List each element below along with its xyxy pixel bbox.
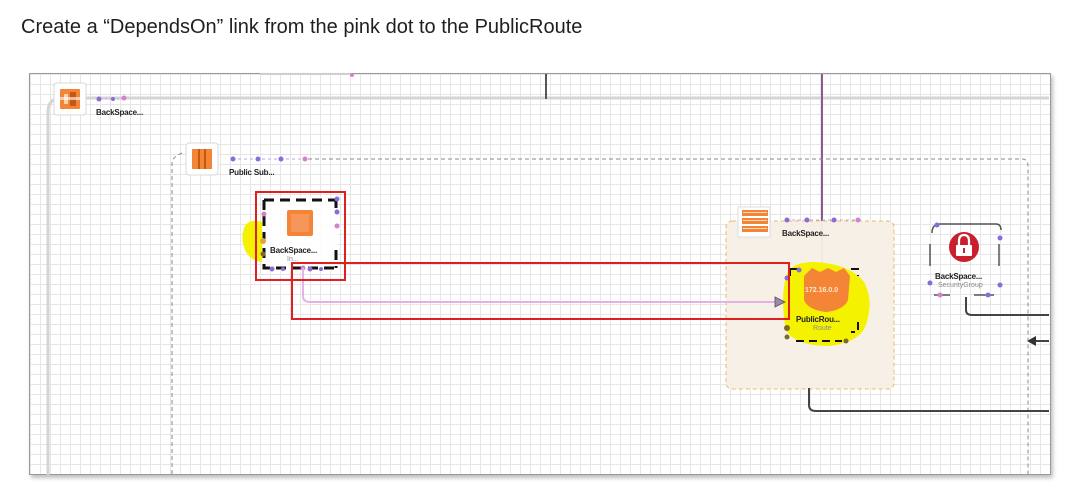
security-group-label: BackSpace... bbox=[935, 272, 982, 281]
subnet-label: Public Sub... bbox=[229, 168, 275, 177]
public-route-sublabel: Route bbox=[813, 325, 832, 332]
security-group-sublabel: SecurityGroup bbox=[938, 282, 983, 289]
diagram-canvas[interactable] bbox=[29, 73, 1051, 475]
instance-sublabel: In... bbox=[287, 256, 299, 263]
route-cidr: 172.16.0.0 bbox=[805, 287, 839, 294]
vpc-label: BackSpace... bbox=[96, 108, 143, 117]
instruction-text: Create a “DependsOn” link from the pink … bbox=[21, 16, 583, 38]
public-route-label: PublicRou... bbox=[796, 315, 840, 324]
route-table-label: BackSpace... bbox=[782, 229, 829, 238]
instance-label: BackSpace... bbox=[270, 246, 317, 255]
